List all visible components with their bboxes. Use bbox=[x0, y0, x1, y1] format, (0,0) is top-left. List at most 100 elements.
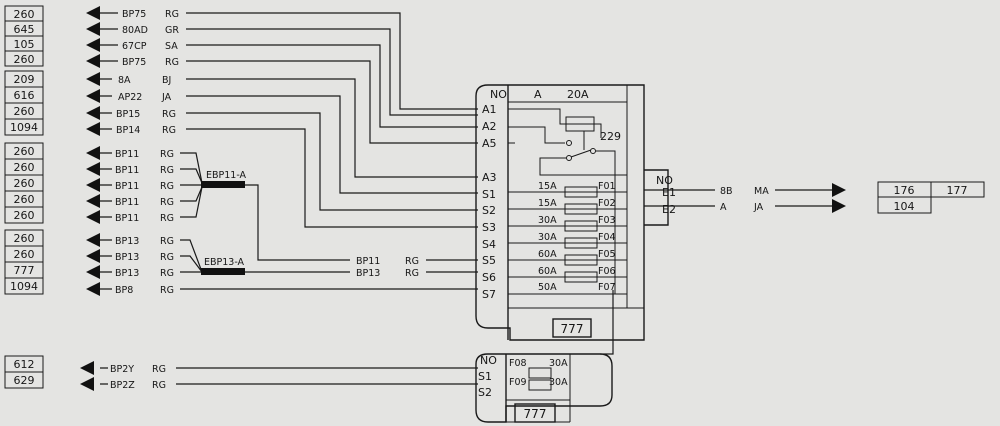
fuse-rating: 30A bbox=[549, 358, 568, 369]
ref-label: 260 bbox=[14, 248, 35, 261]
small-fuse-box: NO S1 S2 F08 30A F09 30A 777 bbox=[475, 353, 613, 423]
ref-label: 260 bbox=[14, 8, 35, 21]
fusebox-col-a: A bbox=[534, 88, 542, 101]
fuse-rating: 50A bbox=[538, 282, 557, 293]
fusebox-no-right: NO bbox=[656, 174, 673, 187]
wire-name: BP13 bbox=[115, 268, 139, 279]
ref-label: 260 bbox=[14, 161, 35, 174]
left-refs-group1: 260 645 105 260 bbox=[4, 5, 44, 67]
wire-name: BP2Z bbox=[110, 380, 135, 391]
wire-color: GR bbox=[165, 25, 179, 36]
ref-label: 104 bbox=[894, 200, 915, 213]
relay-229: 229 bbox=[508, 108, 627, 176]
fusebox-rating: 20A bbox=[567, 88, 589, 101]
ref-label: 176 bbox=[894, 184, 915, 197]
splice-ebp13: EBP13-A bbox=[201, 257, 245, 275]
fusebox-pin: A5 bbox=[482, 137, 497, 150]
wire-name: BP75 bbox=[122, 57, 146, 68]
left-refs-group3: 260 260 260 260 260 bbox=[4, 142, 44, 224]
fusebox-pin: S3 bbox=[482, 221, 496, 234]
fuse-id: F02 bbox=[598, 198, 616, 209]
left-refs-group5: 612 629 bbox=[4, 355, 44, 389]
wire-name: 80AD bbox=[122, 25, 148, 36]
smallbox-ref: 777 bbox=[524, 407, 547, 421]
fuse-rating: 15A bbox=[538, 181, 557, 192]
wire-color: RG bbox=[160, 252, 174, 263]
smallbox-no: NO bbox=[480, 354, 497, 367]
fusebox-pin: A1 bbox=[482, 103, 497, 116]
wire-name: BP11 bbox=[115, 149, 139, 160]
wire-color: RG bbox=[160, 285, 174, 296]
ref-label: 260 bbox=[14, 193, 35, 206]
ref-label: 177 bbox=[947, 184, 968, 197]
splice-outputs: BP11 RG BP13 RG bbox=[350, 253, 426, 279]
fusebox-no: NO bbox=[490, 88, 507, 101]
wire-color: JA bbox=[753, 202, 764, 213]
wire-color: RG bbox=[405, 268, 419, 279]
wire-name: BP75 bbox=[122, 9, 146, 20]
wire-name: 67CP bbox=[122, 41, 147, 52]
wire-name: A bbox=[720, 202, 727, 213]
fusebox-pin: S4 bbox=[482, 238, 496, 251]
fuse-id: F08 bbox=[509, 358, 527, 369]
ref-label: 105 bbox=[14, 38, 35, 51]
ref-label: 612 bbox=[14, 358, 35, 371]
fusebox-pin: A3 bbox=[482, 171, 497, 184]
ref-label: 260 bbox=[14, 177, 35, 190]
ref-label: 260 bbox=[14, 232, 35, 245]
smallbox-pin: S2 bbox=[478, 386, 492, 399]
ref-label: 260 bbox=[14, 53, 35, 66]
wire-name: 8B bbox=[720, 186, 733, 197]
wire-color: JA bbox=[161, 92, 172, 103]
output-wires: 8B MA A JA bbox=[715, 183, 846, 213]
wire-color: RG bbox=[405, 256, 419, 267]
ref-label: 260 bbox=[14, 209, 35, 222]
fusebox-pin: S6 bbox=[482, 271, 496, 284]
wire-color: RG bbox=[160, 149, 174, 160]
left-refs-group4: 260 260 777 1094 bbox=[4, 229, 44, 295]
fusebox-pin: S5 bbox=[482, 254, 496, 267]
ref-label: 645 bbox=[14, 23, 35, 36]
ref-label: 1094 bbox=[10, 121, 38, 134]
ref-label: 616 bbox=[14, 89, 35, 102]
wire-name: BP13 bbox=[356, 268, 380, 279]
wire-name: BP2Y bbox=[110, 364, 134, 375]
wire-color: SA bbox=[165, 41, 178, 52]
fuse-id: F06 bbox=[598, 266, 616, 277]
wire-color: RG bbox=[162, 125, 176, 136]
wire-name: BP13 bbox=[115, 252, 139, 263]
wire-name: BP15 bbox=[116, 109, 140, 120]
wire-color: RG bbox=[152, 380, 166, 391]
fuse-list: 15A F01 15A F02 30A F03 30A F04 60A F05 … bbox=[508, 175, 627, 295]
fuse-rating: 60A bbox=[538, 266, 557, 277]
wire-labels: BP75 RG 80AD GR 67CP SA BP75 RG 8A BJ AP… bbox=[108, 6, 186, 391]
wire-color: RG bbox=[160, 213, 174, 224]
wire-color: RG bbox=[165, 9, 179, 20]
fuse-rating: 30A bbox=[538, 215, 557, 226]
ref-label: 209 bbox=[14, 73, 35, 86]
fusebox-pin: A2 bbox=[482, 120, 497, 133]
fuse-id: F05 bbox=[598, 249, 616, 260]
fusebox-pin: S1 bbox=[482, 188, 496, 201]
ref-label: 260 bbox=[14, 105, 35, 118]
fusebox-ref: 777 bbox=[561, 322, 584, 336]
wire-color: MA bbox=[754, 186, 769, 197]
wire-name: BP14 bbox=[116, 125, 140, 136]
right-refs: 176 177 104 bbox=[877, 181, 985, 214]
ref-label: 1094 bbox=[10, 280, 38, 293]
wire-name: BP11 bbox=[115, 165, 139, 176]
wire-color: RG bbox=[160, 181, 174, 192]
wire-color: RG bbox=[160, 197, 174, 208]
ref-label: 260 bbox=[14, 145, 35, 158]
fusebox-pin-right: E1 bbox=[662, 186, 676, 199]
splice-label: EBP13-A bbox=[204, 257, 245, 268]
wire-color: RG bbox=[160, 165, 174, 176]
left-arrowheads bbox=[80, 6, 100, 391]
fuse-rating: 15A bbox=[538, 198, 557, 209]
fuse-rating: 30A bbox=[538, 232, 557, 243]
wire-name: BP11 bbox=[356, 256, 380, 267]
wire-color: RG bbox=[165, 57, 179, 68]
ref-label: 629 bbox=[14, 374, 35, 387]
